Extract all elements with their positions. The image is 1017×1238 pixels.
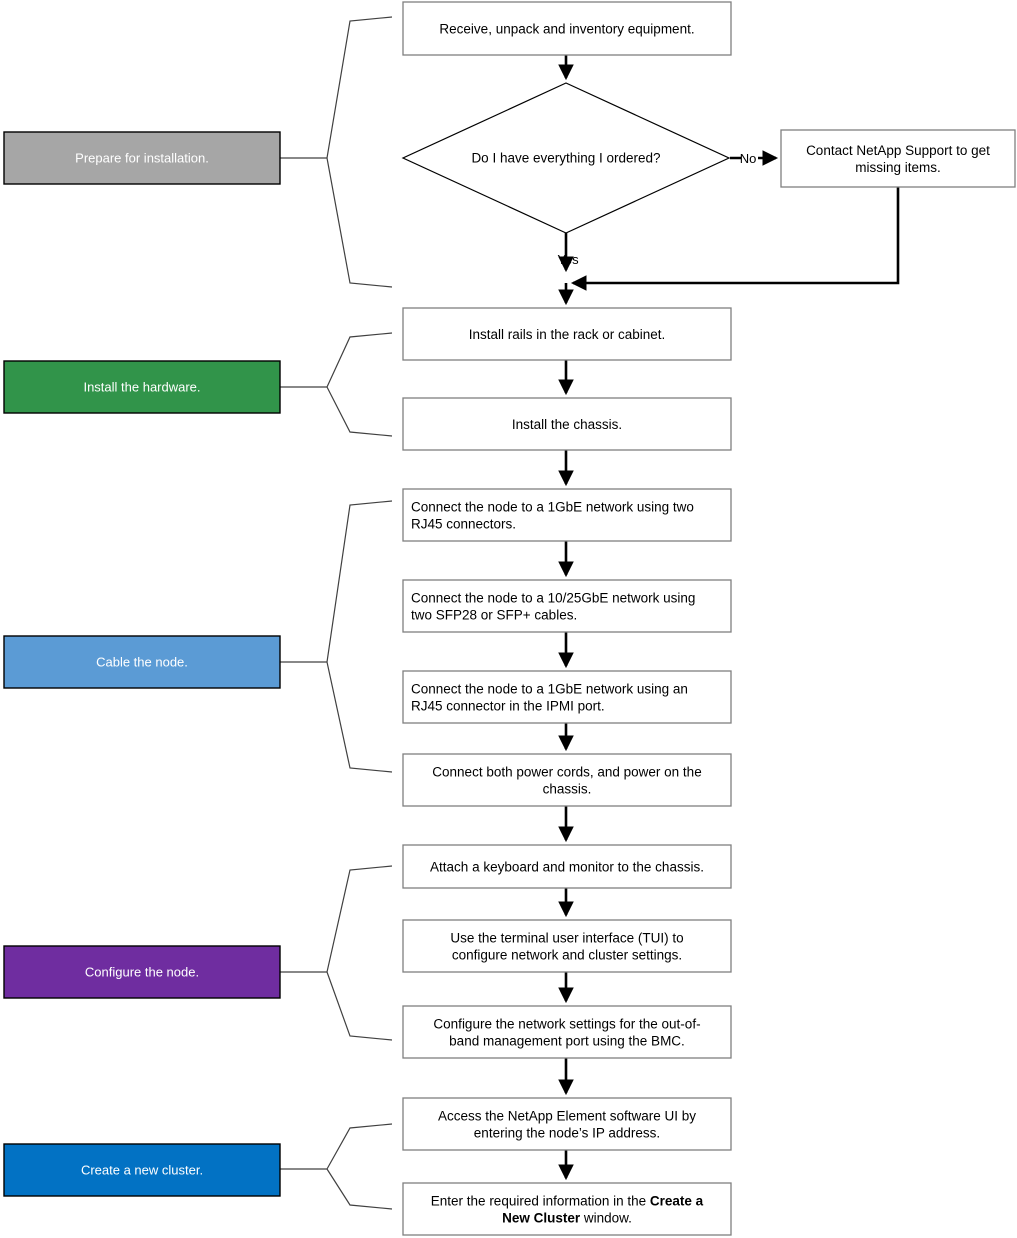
step-label-attach-keyboard: Attach a keyboard and monitor to the cha… (430, 860, 704, 875)
stage-label-install-hardware: Install the hardware. (83, 379, 200, 394)
step-box-connect-power[interactable] (402, 753, 732, 807)
step-label-connect-1gbe-rj45: Connect the node to a 1GbE network using… (411, 500, 694, 515)
step-label-install-chassis: Install the chassis. (512, 417, 622, 432)
step-box-access-element-ui[interactable] (402, 1097, 732, 1151)
decision-label-do-i-have-everything: Do I have everything I ordered? (471, 151, 660, 166)
step-box-enter-cluster-info[interactable] (402, 1182, 732, 1236)
stage-bracket-prepare (280, 16, 393, 288)
step-label-configure-bmc: Configure the network settings for the o… (433, 1017, 700, 1032)
step-label-contact-support: Contact NetApp Support to get (806, 143, 990, 158)
decision-layer: Do I have everything I ordered? (401, 82, 731, 234)
step-label-install-rails: Install rails in the rack or cabinet. (469, 327, 666, 342)
step-box-attach-keyboard[interactable] (402, 844, 732, 889)
stage-boxes-layer: Prepare for installation. Install the har… (3, 131, 281, 1197)
stage-label-cable-node: Cable the node. (96, 654, 188, 669)
step-label-use-tui: Use the terminal user interface (TUI) to (450, 931, 683, 946)
stage-box-prepare[interactable] (3, 131, 281, 185)
step-label-connect-10-25gbe: Connect the node to a 10/25GbE network u… (411, 591, 695, 606)
stage-label-create-cluster: Create a new cluster. (81, 1162, 203, 1177)
step-label-connect-10-25gbe: two SFP28 or SFP+ cables. (411, 608, 577, 623)
step-box-install-chassis[interactable] (402, 397, 732, 451)
connectors-layer (558, 55, 900, 1181)
step-box-configure-bmc[interactable] (402, 1005, 732, 1059)
stage-box-cable-node[interactable] (3, 635, 281, 689)
step-label-enter-cluster-info: New Cluster window. (502, 1211, 632, 1226)
stage-bracket-configure-node (280, 865, 393, 1041)
stage-bracket-cable-node (280, 500, 393, 773)
step-label-connect-1gbe-rj45: RJ45 connectors. (411, 517, 516, 532)
decision-diamond-do-i-have-everything[interactable] (401, 82, 731, 234)
step-box-use-tui[interactable] (402, 919, 732, 973)
step-label-connect-ipmi: RJ45 connector in the IPMI port. (411, 699, 605, 714)
stage-box-install-hardware[interactable] (3, 360, 281, 414)
stage-brackets-layer (280, 16, 393, 1210)
connector-contact-return (570, 187, 900, 291)
step-label-configure-bmc: band management port using the BMC. (449, 1034, 685, 1049)
edge-label-no-label: No (740, 151, 757, 166)
stage-label-configure-node: Configure the node. (85, 964, 199, 979)
step-box-contact-support[interactable] (780, 129, 1016, 188)
step-label-use-tui: configure network and cluster settings. (452, 948, 682, 963)
edge-label-yes-label: Yes (557, 252, 579, 267)
step-box-connect-ipmi[interactable] (402, 670, 732, 724)
step-label-connect-power: chassis. (543, 782, 592, 797)
step-box-receive-unpack[interactable] (402, 1, 732, 56)
step-box-connect-1gbe-rj45[interactable] (402, 488, 732, 542)
step-label-connect-power: Connect both power cords, and power on t… (432, 765, 701, 780)
step-label-receive-unpack: Receive, unpack and inventory equipment. (439, 22, 694, 37)
step-label-access-element-ui: Access the NetApp Element software UI by (438, 1109, 696, 1124)
step-box-install-rails[interactable] (402, 307, 732, 361)
step-label-access-element-ui: entering the node’s IP address. (474, 1126, 660, 1141)
stage-box-create-cluster[interactable] (3, 1143, 281, 1197)
stage-bracket-create-cluster (280, 1123, 393, 1210)
stage-label-prepare: Prepare for installation. (75, 150, 209, 165)
step-label-contact-support: missing items. (855, 160, 941, 175)
step-label-enter-cluster-info: Enter the required information in the Cr… (431, 1194, 704, 1209)
step-label-connect-ipmi: Connect the node to a 1GbE network using… (411, 682, 688, 697)
stage-box-configure-node[interactable] (3, 945, 281, 999)
step-box-connect-10-25gbe[interactable] (402, 579, 732, 633)
stage-bracket-install-hardware (280, 332, 393, 437)
step-boxes-layer: Receive, unpack and inventory equipment.… (402, 1, 1016, 1236)
